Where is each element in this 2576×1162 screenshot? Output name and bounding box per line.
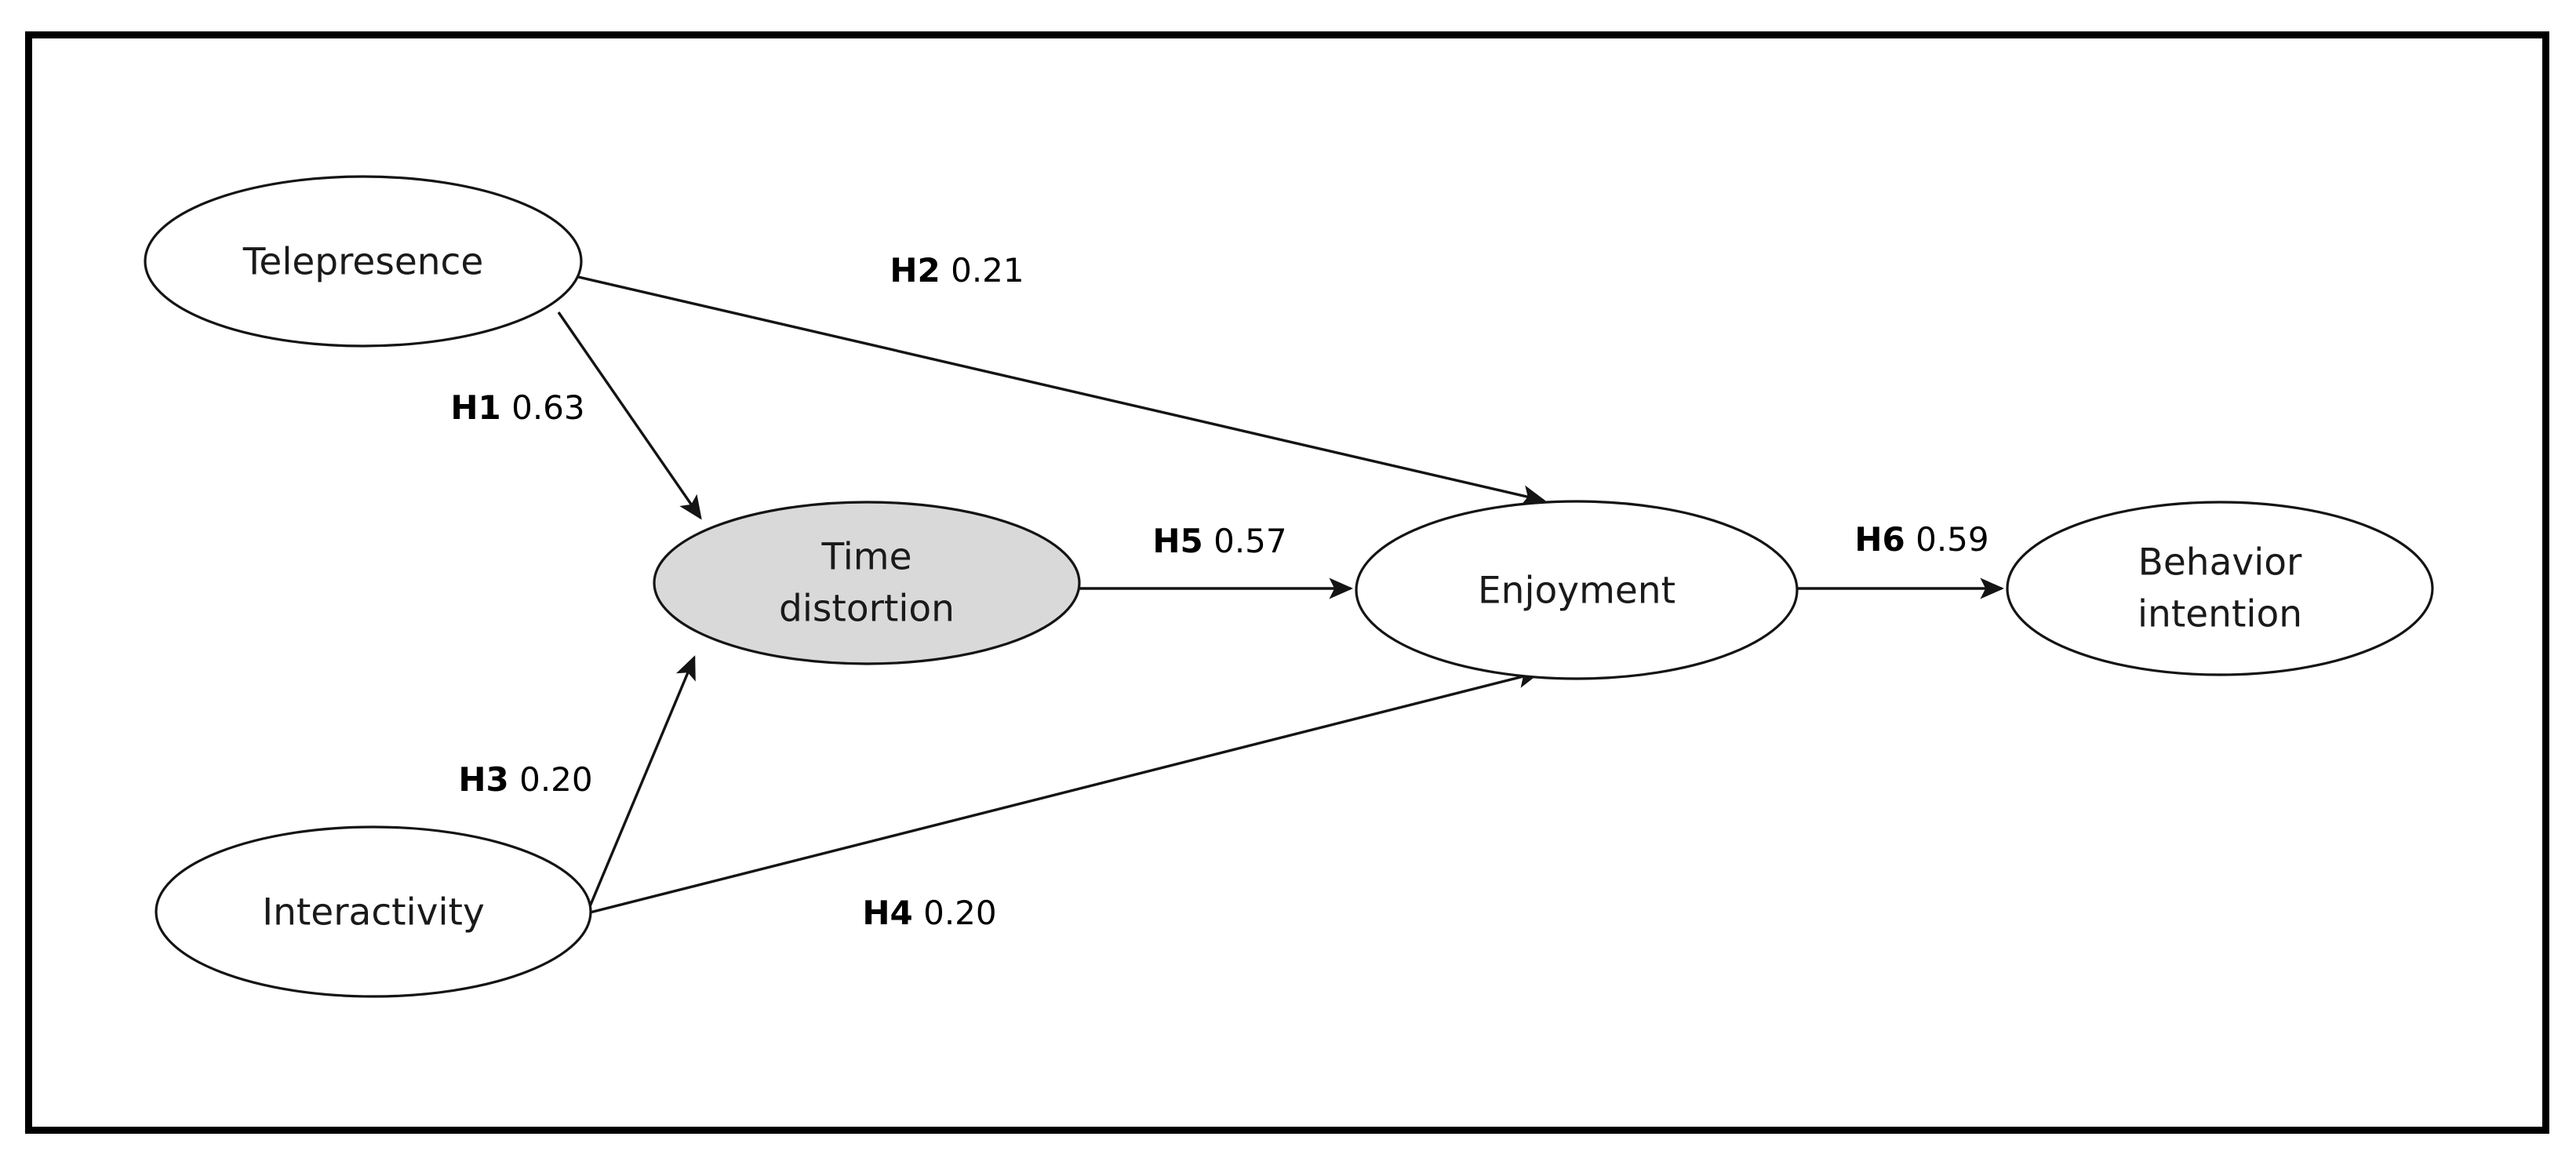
path-label-h6-value: 0.59 <box>1916 520 1989 559</box>
node-time-distortion-label-line1: Time <box>820 536 911 579</box>
node-time-distortion-label-line2: distortion <box>779 588 955 631</box>
node-enjoyment[interactable]: Enjoyment <box>1355 500 1799 680</box>
node-interactivity-shape <box>155 825 592 998</box>
path-label-h3-value: 0.20 <box>519 760 593 799</box>
path-line-h1 <box>557 311 702 520</box>
node-behavior-intention-label-line1: Behavior <box>2138 541 2302 585</box>
node-behavior-intention-label-line2: intention <box>2138 593 2302 636</box>
node-telepresence[interactable]: Telepresence <box>144 175 583 348</box>
path-label-h3-id: H3 <box>458 760 508 799</box>
path-label-h5: H5 0.57 <box>1152 522 1286 560</box>
path-label-h4-value: 0.20 <box>923 894 997 932</box>
path-label-h1-value: 0.63 <box>511 388 585 427</box>
node-telepresence-shape <box>144 175 583 348</box>
node-interactivity[interactable]: Interactivity <box>155 825 592 998</box>
path-line-h4 <box>589 667 1541 914</box>
node-enjoyment-label: Enjoyment <box>1478 570 1675 613</box>
path-label-h5-id: H5 <box>1152 522 1202 560</box>
node-telepresence-label: Telepresence <box>242 241 484 284</box>
path-line-h3 <box>587 655 696 911</box>
path-label-h1: H1 0.63 <box>450 388 584 427</box>
node-interactivity-label: Interactivity <box>262 891 485 934</box>
path-label-h1-id: H1 <box>450 388 500 427</box>
path-label-h2-value: 0.21 <box>951 251 1024 290</box>
path-label-h5-value: 0.57 <box>1213 522 1287 560</box>
node-time-distortion[interactable]: Time distortion <box>653 501 1081 665</box>
node-enjoyment-shape <box>1355 500 1799 680</box>
node-time-distortion-shape <box>653 501 1081 665</box>
path-label-h4: H4 0.20 <box>862 894 996 932</box>
path-label-h6: H6 0.59 <box>1854 520 1988 559</box>
path-label-h2: H2 0.21 <box>890 251 1024 290</box>
path-label-h3: H3 0.20 <box>458 760 592 799</box>
node-behavior-intention[interactable]: Behavior intention <box>2006 501 2434 676</box>
path-line-h2 <box>574 275 1546 506</box>
path-label-h4-id: H4 <box>862 894 912 932</box>
path-label-h6-id: H6 <box>1854 520 1905 559</box>
node-behavior-intention-shape <box>2006 501 2434 676</box>
path-label-h2-id: H2 <box>890 251 940 290</box>
